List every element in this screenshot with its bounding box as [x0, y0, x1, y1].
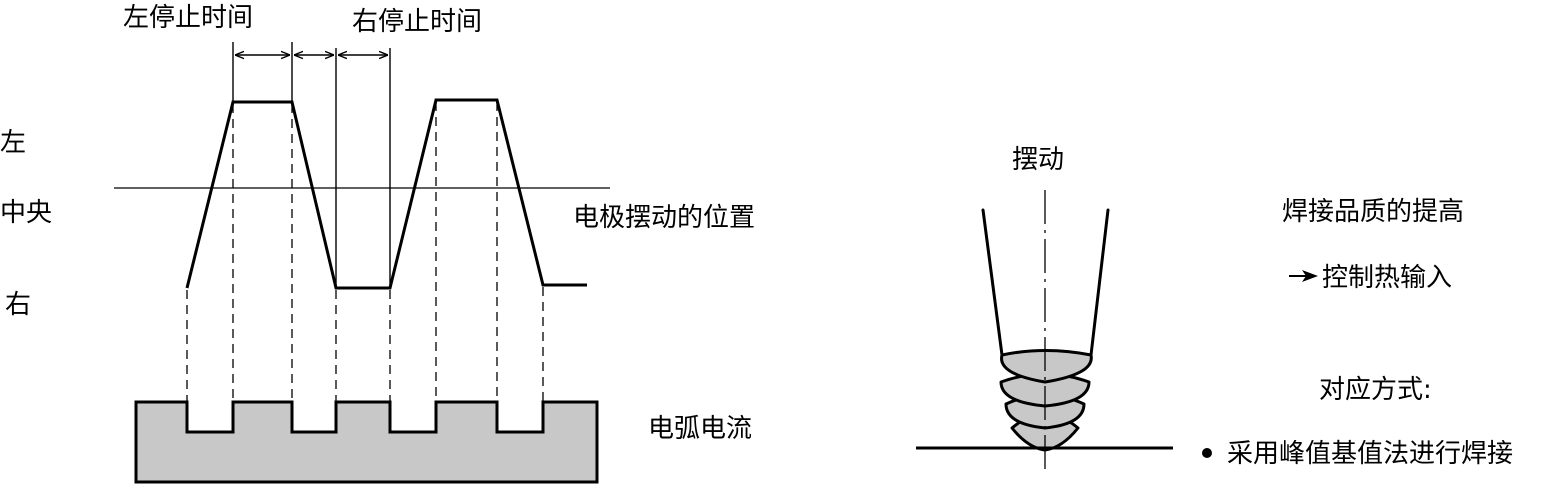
quality-improvement-label: 焊接品质的提高	[1282, 197, 1464, 227]
electrode-position-label: 电极摆动的位置	[573, 203, 755, 233]
arc-current-waveform	[134, 400, 599, 484]
position-right-label: 右	[5, 290, 31, 320]
dwell-extension-lines	[232, 42, 391, 288]
weld-bead-layers	[999, 349, 1093, 452]
groove-walls	[981, 208, 1110, 357]
electrode-position-waveform	[185, 98, 587, 290]
left-dwell-time-label: 左停止时间	[123, 3, 253, 33]
arrow-right-icon	[1289, 270, 1318, 282]
projection-dashed-lines	[186, 102, 544, 430]
method-item-label: 采用峰值基值法进行焊接	[1227, 439, 1513, 469]
bullet-icon	[1202, 448, 1212, 458]
right-dwell-time-label: 右停止时间	[352, 7, 482, 37]
bead-layer-1	[1000, 349, 1093, 384]
swing-label: 摆动	[1012, 145, 1064, 175]
heat-input-label: 控制热输入	[1322, 263, 1452, 293]
method-title-label: 对应方式:	[1319, 375, 1432, 405]
position-center-label: 中央	[0, 198, 52, 228]
arc-current-label: 电弧电流	[648, 414, 752, 444]
position-left-label: 左	[0, 128, 26, 158]
